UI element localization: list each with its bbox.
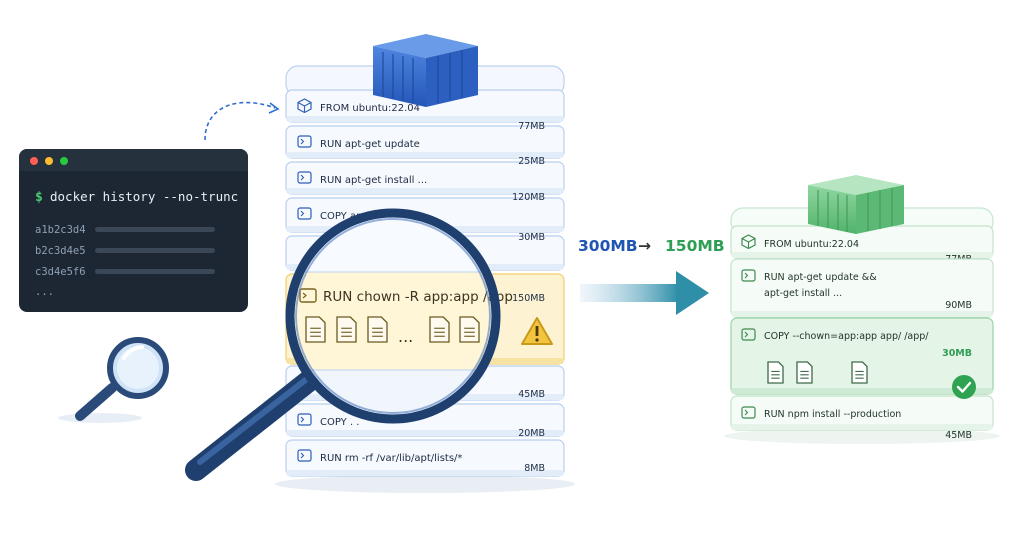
file-icon [305, 316, 326, 343]
layer-command: COPY --chown=app:app app/ /app/ [764, 331, 929, 342]
cube-icon [741, 234, 756, 250]
layer-command: COPY . . [320, 417, 360, 428]
optimized-layer-row: RUN apt-get update && apt-get install ...… [730, 258, 994, 318]
layer-size: 30MB [942, 348, 972, 359]
layer-command: RUN rm -rf /var/lib/apt/lists/* [320, 453, 462, 464]
layer-size: 8MB [524, 463, 545, 474]
magnified-ellipsis: ... [398, 327, 413, 346]
terminal-command: docker history --no-trunc [50, 189, 238, 204]
layer-row: RUN apt-get install ... [285, 161, 565, 195]
file-icon [767, 361, 784, 384]
layer-command: apt-get install ... [764, 288, 842, 299]
size-transition: 300MB → 150MB [578, 237, 725, 315]
terminal-window: $ docker history --no-trunc a1b2c3d4 b2c… [19, 149, 248, 312]
magnified-layer-command: RUN chown -R app:app /app [323, 289, 513, 305]
layer-command: RUN npm install --production [764, 409, 901, 420]
layer-command: FROM ubuntu:22.04 [320, 103, 420, 114]
layer-size: 45MB [945, 430, 972, 441]
layer-id: b2c3d4e5 [35, 245, 86, 257]
file-icon [851, 361, 868, 384]
terminal-icon [741, 269, 756, 282]
size-before: 300MB [578, 237, 638, 255]
terminal-prompt: $ [35, 190, 43, 205]
layer-command: RUN apt-get update && [764, 272, 877, 283]
file-icon [336, 316, 357, 343]
size-after: 150MB [665, 237, 725, 255]
terminal-icon [297, 135, 312, 148]
magnified-terminal-icon [299, 288, 317, 303]
container-box-icon [373, 34, 478, 107]
layer-size: 30MB [518, 232, 545, 243]
right-arrow-icon [676, 271, 709, 315]
terminal-icon [297, 207, 312, 220]
layer-size: 77MB [518, 121, 545, 132]
dashed-link-arrow [204, 101, 276, 141]
minimize-dot-icon [45, 157, 53, 165]
file-icon [459, 316, 480, 343]
maximize-dot-icon [60, 157, 68, 165]
layer-command: FROM ubuntu:22.04 [764, 239, 859, 250]
file-icon [367, 316, 388, 343]
layer-id: a1b2c3d4 [35, 224, 86, 236]
container-box-icon [808, 175, 904, 234]
layer-size: 150MB [512, 293, 545, 304]
transition-arrow: → [638, 237, 651, 255]
layer-size: 25MB [518, 156, 545, 167]
optimized-image-stack: FROM ubuntu:22.0477MBRUN apt-get update … [724, 207, 1000, 444]
cube-icon [297, 98, 312, 114]
terminal-icon [297, 413, 312, 426]
layer-command: RUN apt-get install ... [320, 175, 427, 186]
layer-command: RUN apt-get update [320, 139, 420, 150]
layer-size: 120MB [512, 192, 545, 203]
file-icons-group [767, 361, 868, 384]
terminal-icon [297, 171, 312, 184]
close-dot-icon [30, 157, 38, 165]
terminal-icon [741, 328, 756, 341]
layer-size: 20MB [518, 428, 545, 439]
layer-row: RUN apt-get update [285, 125, 565, 159]
warning-icon [521, 317, 553, 345]
layer-size: 90MB [945, 300, 972, 311]
file-icon [429, 316, 450, 343]
terminal-icon [741, 406, 756, 419]
small-magnifier-icon [58, 337, 169, 423]
optimized-layer-row: RUN npm install --production 45MB [730, 395, 994, 441]
file-icon [796, 361, 813, 384]
terminal-ellipsis: ... [35, 286, 54, 298]
layer-id: c3d4e5f6 [35, 266, 86, 278]
layer-size: 45MB [518, 389, 545, 400]
layer-row: RUN rm -rf /var/lib/apt/lists/* [285, 439, 565, 477]
check-circle-icon [952, 375, 976, 399]
terminal-icon [297, 449, 312, 462]
file-icons-group [305, 316, 480, 343]
